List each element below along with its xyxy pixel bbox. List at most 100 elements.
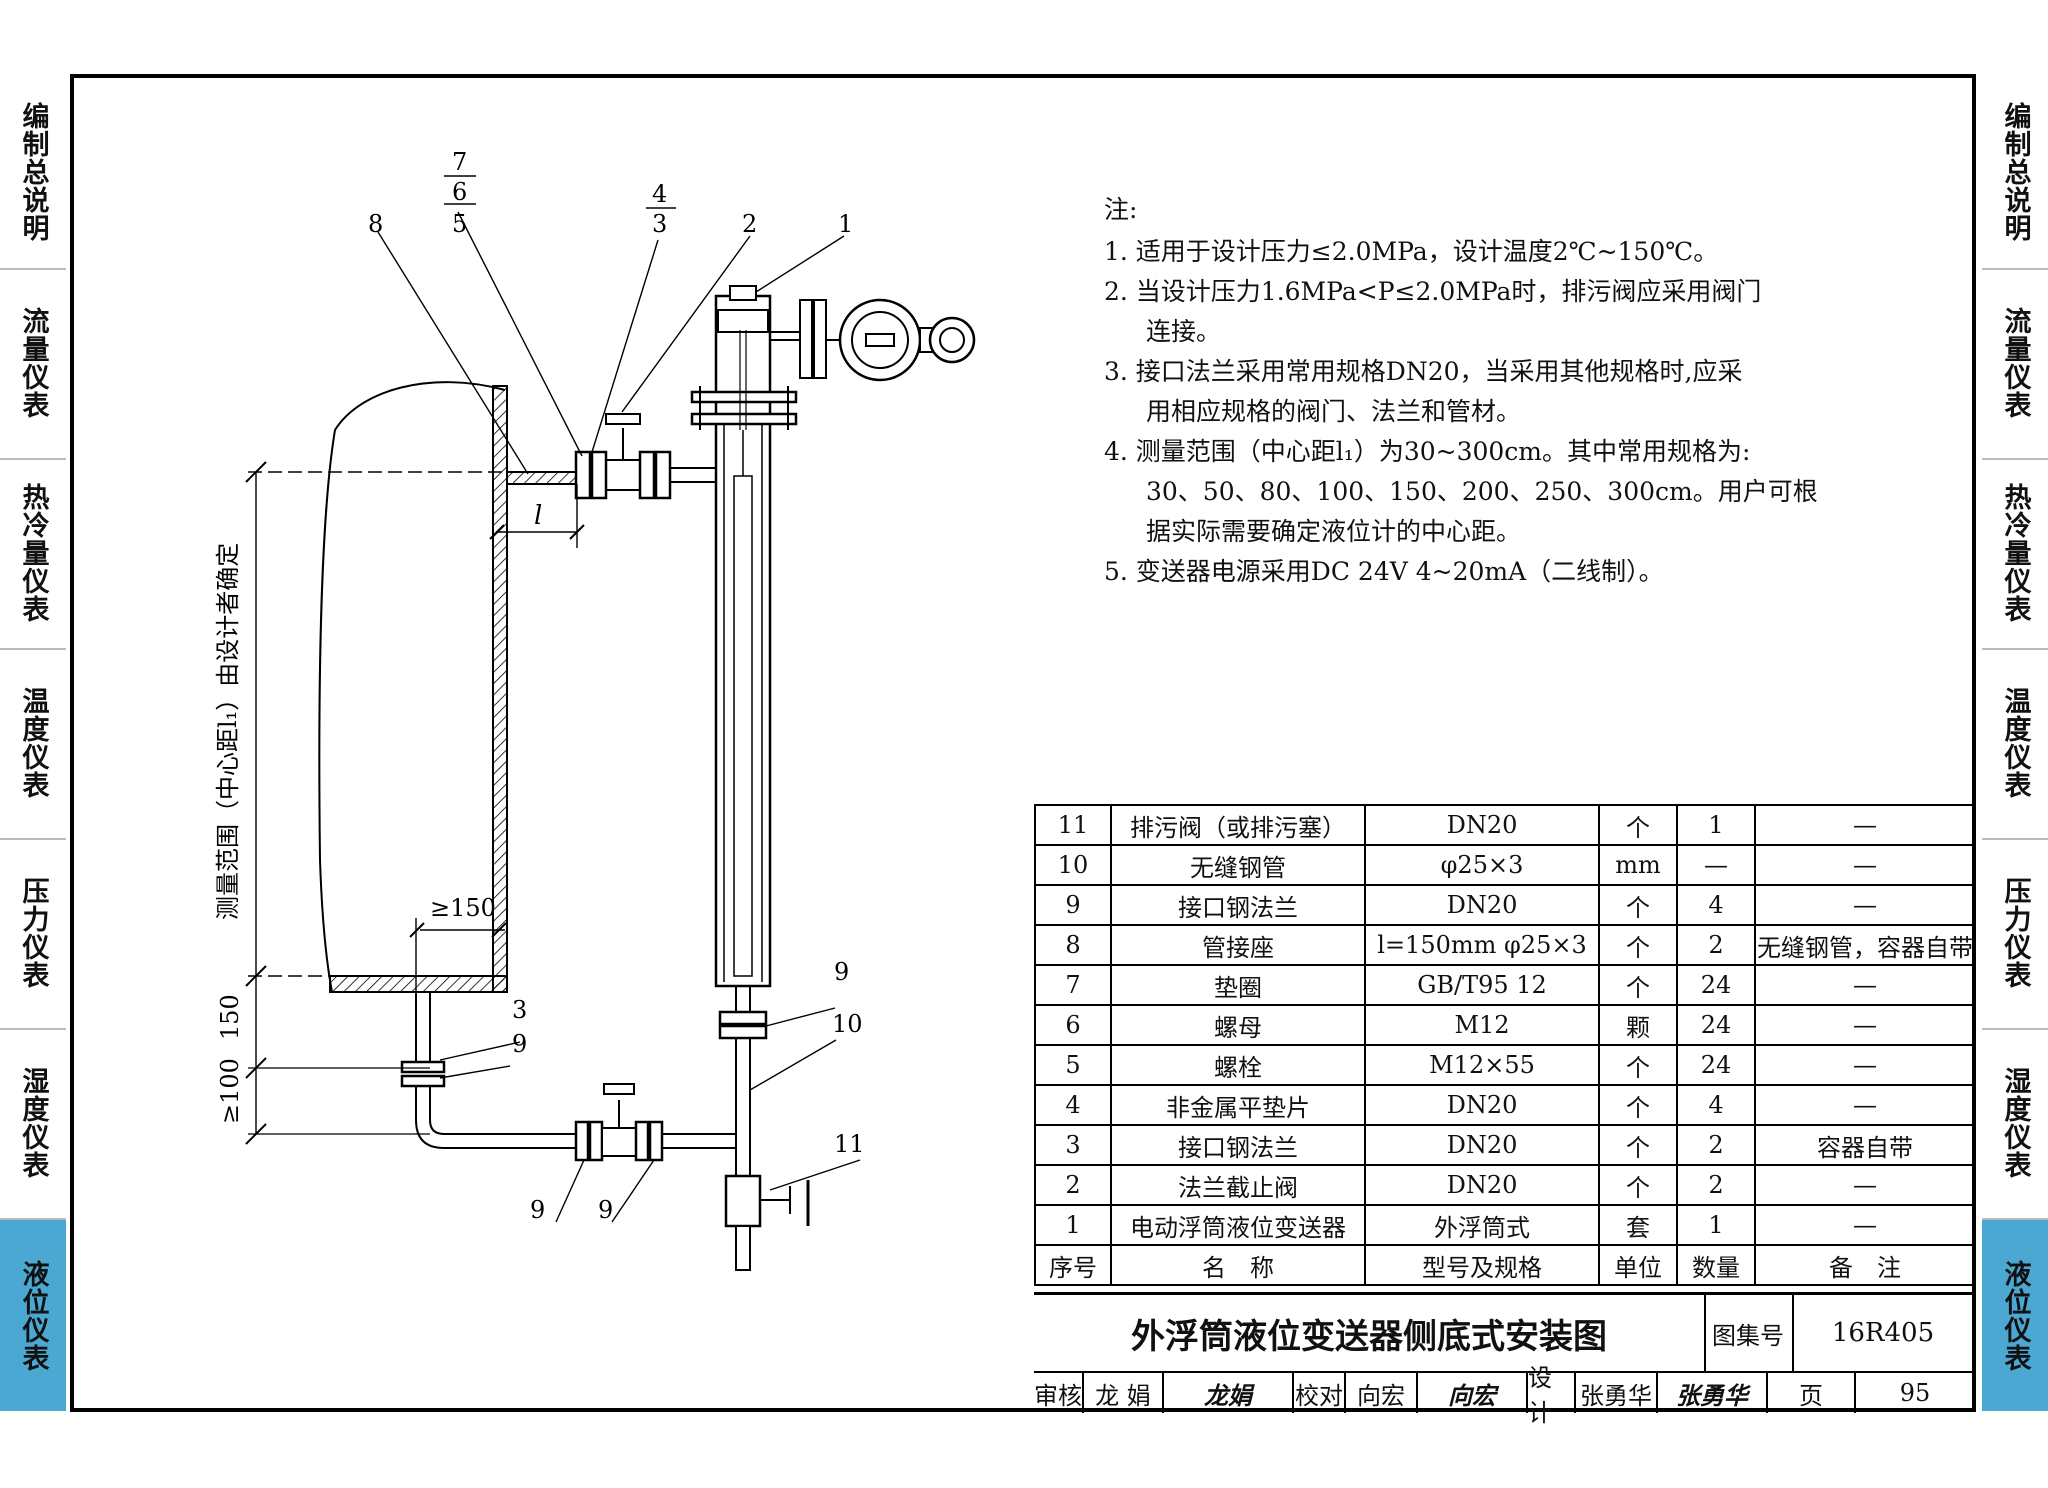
table-cell: M12×55 [1364, 1044, 1600, 1086]
callout-4: 4 [652, 180, 667, 208]
table-cell: 接口钢法兰 [1110, 884, 1366, 926]
junction-box [928, 316, 976, 364]
page-number: 95 [1899, 1379, 1931, 1407]
left-tab-2[interactable]: 热冷量仪表 [0, 458, 66, 648]
table-cell: 4 [1034, 1084, 1112, 1126]
right-tab-bar: 编制总说明流量仪表热冷量仪表温度仪表压力仪表湿度仪表液位仪表 [1982, 78, 2048, 1414]
atlas-label: 图集号 [1704, 1295, 1794, 1371]
table-cell: 个 [1598, 1084, 1678, 1126]
table-cell: — [1754, 844, 1976, 886]
table-cell: 10 [1034, 844, 1112, 886]
check-label: 校对 [1294, 1373, 1346, 1413]
table-cell: 24 [1676, 964, 1756, 1006]
table-cell: 无缝钢管 [1110, 844, 1366, 886]
vessel-bottom [329, 975, 508, 993]
side-valve-body [605, 459, 641, 491]
right-tab-6[interactable]: 液位仪表 [1982, 1218, 2048, 1414]
table-cell: l=150mm φ25×3 [1364, 924, 1600, 966]
table-cell: φ25×3 [1364, 844, 1600, 886]
tab-label: 流量仪表 [17, 306, 49, 419]
table-cell: 6 [1034, 1004, 1112, 1046]
right-tab-5[interactable]: 湿度仪表 [1982, 1028, 2048, 1218]
table-cell: — [1754, 1044, 1976, 1086]
table-cell: 排污阀（或排污塞） [1110, 804, 1366, 846]
note-line: 1. 适用于设计压力≤2.0MPa，设计温度2℃~150℃。 [1104, 237, 1719, 266]
left-tab-3[interactable]: 温度仪表 [0, 648, 66, 838]
table-cell: 7 [1034, 964, 1112, 1006]
reviewer-name: 龙 娟 [1084, 1373, 1164, 1413]
table-cell: 个 [1598, 1124, 1678, 1166]
table-cell: — [1754, 884, 1976, 926]
table-cell: 外浮筒式 [1364, 1204, 1600, 1246]
left-tab-4[interactable]: 压力仪表 [0, 838, 66, 1028]
table-cell: 套 [1598, 1204, 1678, 1246]
left-tab-1[interactable]: 流量仪表 [0, 268, 66, 458]
table-cell: 垫圈 [1110, 964, 1366, 1006]
table-cell: — [1754, 1004, 1976, 1046]
table-cell: 个 [1598, 924, 1678, 966]
callout-3: 3 [652, 210, 667, 238]
displacer [733, 475, 753, 977]
left-tab-5[interactable]: 湿度仪表 [0, 1028, 66, 1218]
note-line: 用相应规格的阀门、法兰和管材。 [1146, 397, 1522, 426]
tab-label: 液位仪表 [1999, 1259, 2031, 1372]
table-cell: 螺栓 [1110, 1044, 1366, 1086]
table-cell: 2 [1676, 924, 1756, 966]
table-cell: 无缝钢管，容器自带 [1754, 924, 1976, 966]
table-cell: 颗 [1598, 1004, 1678, 1046]
dim-150-label: 150 [216, 994, 244, 1040]
right-tab-1[interactable]: 流量仪表 [1982, 268, 2048, 458]
signature-row: 审核 龙 娟 龙娟 校对 向宏 向宏 设计 张勇华 张勇华 页 95 [1034, 1364, 1974, 1427]
right-tab-4[interactable]: 压力仪表 [1982, 838, 2048, 1028]
callout-6: 6 [452, 178, 467, 206]
tab-label: 压力仪表 [1999, 876, 2031, 989]
table-cell: 个 [1598, 804, 1678, 846]
bottom-valve-body [601, 1127, 637, 1157]
table-cell: GB/T95 12 [1364, 964, 1600, 1006]
note-line: 3. 接口法兰采用常用规格DN20，当采用其他规格时,应采 [1104, 357, 1743, 386]
side-nozzle [506, 471, 578, 485]
title-block: 外浮筒液位变送器侧底式安装图 图集号 16R405 审核 龙 娟 龙娟 校对 向… [1034, 1292, 1974, 1427]
table-cell: DN20 [1364, 1124, 1600, 1166]
table-cell: 法兰截止阀 [1110, 1164, 1366, 1206]
table-header-cell: 序号 [1034, 1244, 1112, 1286]
left-tab-6[interactable]: 液位仪表 [0, 1218, 66, 1414]
callout-11: 11 [834, 1130, 865, 1158]
side-flange-a [574, 450, 592, 500]
tab-label: 温度仪表 [17, 686, 49, 799]
right-tab-3[interactable]: 温度仪表 [1982, 648, 2048, 838]
notes-block: 注: 1. 适用于设计压力≤2.0MPa，设计温度2℃~150℃。 2. 当设计… [1104, 190, 1818, 592]
table-cell: 个 [1598, 884, 1678, 926]
right-tab-0[interactable]: 编制总说明 [1982, 78, 2048, 268]
table-cell: 1 [1034, 1204, 1112, 1246]
bottom-pipe [415, 1086, 576, 1149]
designer-name: 张勇华 [1576, 1373, 1658, 1413]
callout-2: 2 [742, 210, 757, 238]
callout-3-bottom: 3 [512, 996, 527, 1024]
table-cell: DN20 [1364, 1084, 1600, 1126]
table-cell: 1 [1676, 804, 1756, 846]
tab-label: 热冷量仪表 [1999, 482, 2031, 623]
review-label: 审核 [1034, 1373, 1084, 1413]
table-header-row: 序号名 称型号及规格单位数量备 注 [1034, 1244, 1976, 1286]
left-tab-bar: 编制总说明流量仪表热冷量仪表温度仪表压力仪表湿度仪表液位仪表 [0, 78, 66, 1414]
dim-l-label: l [534, 501, 542, 531]
design-label: 设计 [1528, 1364, 1576, 1427]
left-tab-0[interactable]: 编制总说明 [0, 78, 66, 268]
table-cell: — [1754, 1204, 1976, 1246]
tab-label: 液位仪表 [17, 1259, 49, 1372]
note-line: 4. 测量范围（中心距l₁）为30~300cm。其中常用规格为: [1104, 437, 1751, 466]
callout-9-right: 9 [598, 1196, 613, 1224]
table-cell: 2 [1034, 1164, 1112, 1206]
table-cell: — [1676, 844, 1756, 886]
right-tab-2[interactable]: 热冷量仪表 [1982, 458, 2048, 648]
